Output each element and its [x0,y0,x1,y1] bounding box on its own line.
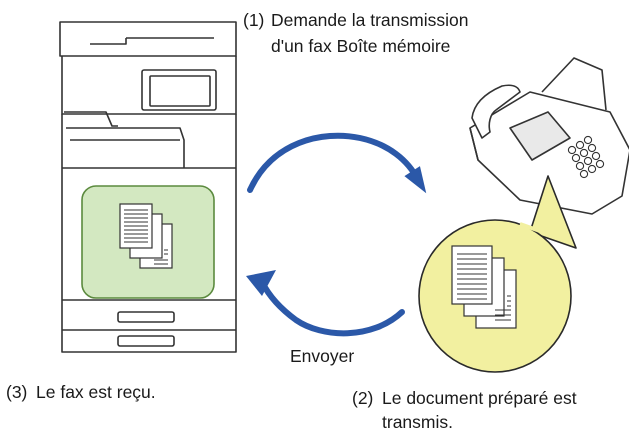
received-documents-tray [81,185,215,299]
mfp-machine-icon [59,21,237,353]
document-stack-icon [119,203,173,269]
send-arrow [246,270,405,337]
step3-line1: Le fax est reçu. [36,382,156,402]
step1-line1: Demande la transmission [271,10,468,30]
document-stack-icon [451,245,517,329]
step1-number: (1) [243,10,264,30]
transmitted-documents-bubble [418,175,577,373]
fax-keypad [567,135,605,179]
step2-line2: transmis. [382,412,453,430]
step2-line1: Le document préparé est [382,388,577,408]
step1-label: (1) Demande la transmission d'un fax Boî… [243,10,468,56]
send-label: Envoyer [290,346,354,366]
fax-machine-icon [469,57,629,215]
request-arrow [247,132,427,194]
step3-label: (3) Le fax est reçu. [6,382,156,402]
step3-number: (3) [6,382,27,402]
step1-line2: d'un fax Boîte mémoire [271,36,450,56]
step2-label: (2) Le document préparé est transmis. [352,388,577,430]
step2-number: (2) [352,388,373,408]
